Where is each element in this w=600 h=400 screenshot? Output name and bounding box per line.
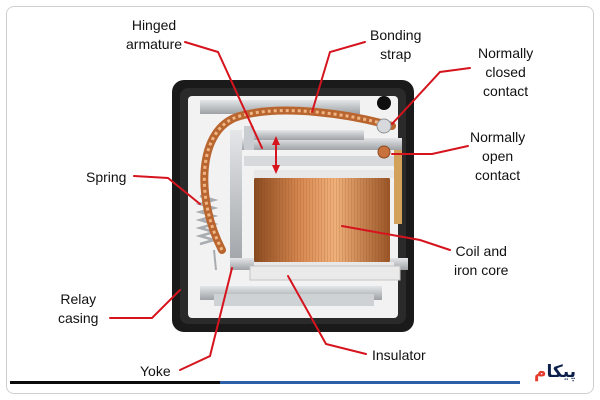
leader-normally-open	[391, 145, 469, 155]
brand-logo-main: پیکا	[546, 362, 577, 382]
normally-open-contact	[377, 145, 391, 159]
image-frame	[6, 6, 594, 394]
brand-logo: پیکام	[534, 362, 576, 382]
coil-and-iron-core	[254, 170, 394, 270]
label-spring: Spring	[86, 169, 127, 185]
label-normally-closed-contact: Normally closed contact	[478, 45, 534, 99]
leader-hinged-armature	[184, 41, 263, 149]
label-insulator: Insulator	[372, 347, 426, 363]
armature-travel-arrow	[272, 136, 280, 174]
bonding-strap	[200, 106, 396, 254]
brand-logo-accent: م	[534, 362, 547, 382]
label-normally-open-contact: Normally open contact	[470, 129, 526, 183]
leader-coil	[341, 225, 451, 251]
leader-normally-closed	[391, 67, 471, 125]
leader-spring	[133, 175, 201, 205]
casing-hole	[377, 96, 391, 110]
leader-bonding-strap	[311, 41, 366, 113]
label-coil-and-iron-core: Coil and iron core	[454, 243, 509, 278]
leader-yoke	[179, 267, 233, 371]
normally-closed-contact	[376, 118, 392, 134]
label-hinged-armature: Hinged armature	[126, 17, 183, 52]
contacts	[376, 118, 402, 224]
label-bonding-strap: Bonding strap	[370, 27, 422, 62]
leader-insulator	[287, 275, 367, 355]
insulator	[249, 265, 401, 281]
hinged-armature	[244, 126, 364, 150]
leader-relay-casing	[109, 289, 181, 319]
bottom-bracket	[200, 286, 382, 306]
brand-bar	[10, 381, 520, 384]
label-relay-casing: Relay casing	[58, 291, 99, 326]
open-contact-terminal	[394, 150, 402, 224]
label-yoke: Yoke	[140, 363, 171, 379]
